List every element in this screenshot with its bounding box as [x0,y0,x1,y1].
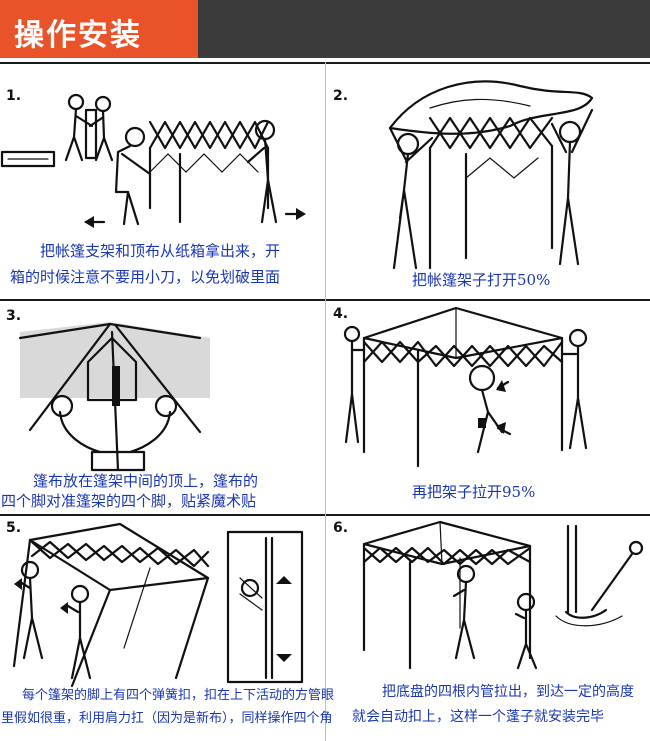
step-3-number: 3. [6,308,22,324]
step-2-caption: 把帐篷架子打开50% [412,271,551,289]
step-1-number: 1. [6,88,22,104]
step-6-illustration [362,520,644,670]
page-title: 操作安装 [14,18,142,53]
step-2-number: 2. [333,88,349,104]
step-5-number: 5. [6,520,22,536]
step-5-illustration [12,522,304,688]
step-4-caption: 再把架子拉开95% [412,483,536,501]
header-accent-tab: 操作安装 [0,0,198,58]
step-6-caption-line-2: 就会自动扣上，这样一个蓬子就安装完毕 [352,709,604,725]
step-6-caption-line-1: 把底盘的四根内管拉出，到达一定的高度 [382,684,634,700]
step-5-caption-line-2: 里假如很重，利用肩力扛（因为是新布），同样操作四个角 [1,711,333,726]
step-5-caption-line-1: 每个篷架的脚上有四个弹簧扣，扣在上下活动的方管眼 [22,688,335,703]
step-4-illustration [343,306,588,468]
step-3-caption-line-1: 篷布放在篷架中间的顶上，篷布的 [33,472,259,490]
step-3-illustration [18,322,210,472]
step-6-number: 6. [333,520,349,536]
step-1-illustration [0,93,306,228]
column-divider [325,62,326,741]
step-2-illustration [388,80,594,270]
step-1-caption-line-1: 把帐篷支架和顶布从纸箱拿出来，开 [40,242,281,260]
step-1-caption-line-2: 箱的时候注意不要用小刀，以免划破里面 [10,268,281,286]
step-4-number: 4. [333,306,349,322]
step-3-caption-line-2: 四个脚对准篷架的四个脚，贴紧魔术贴 [1,492,257,510]
